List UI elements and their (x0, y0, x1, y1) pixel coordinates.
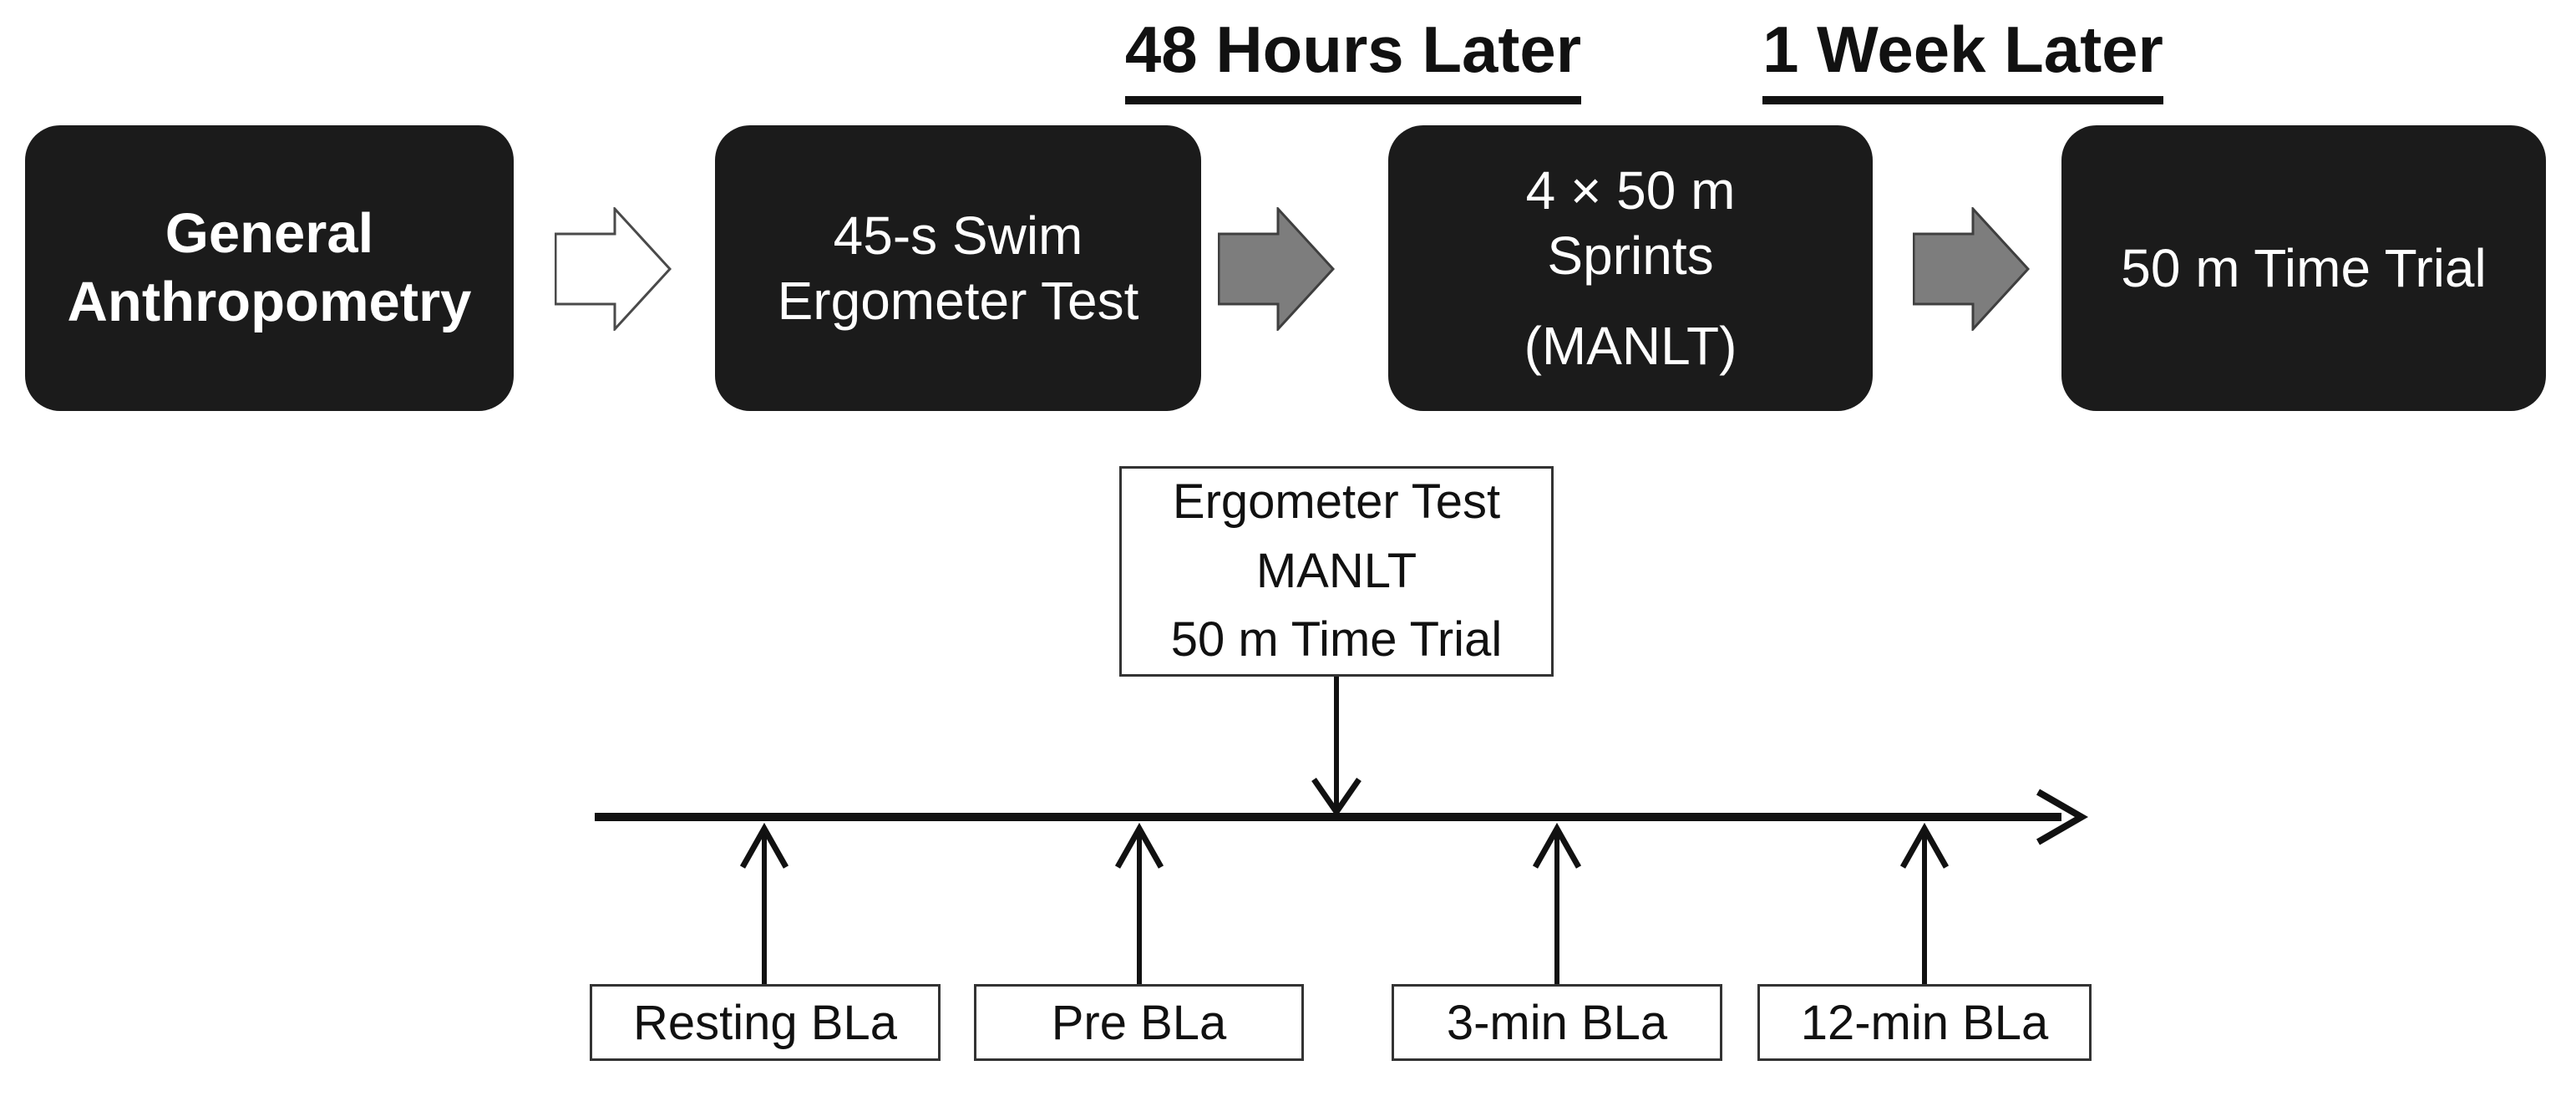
step-line: 4 × 50 m (1525, 160, 1736, 221)
block-arrow-shape (1219, 209, 1333, 329)
note-line: Ergometer Test (1172, 474, 1501, 530)
measurement-note-box: Ergometer Test MANLT 50 m Time Trial (1119, 466, 1554, 677)
step-box-sprints-manlt: 4 × 50 m Sprints (MANLT) (1388, 125, 1873, 411)
sample-label: 3-min BLa (1446, 995, 1668, 1050)
step-line: 50 m Time Trial (2121, 237, 2487, 298)
phase-header-label: 48 Hours Later (1124, 12, 1582, 104)
step-line: (MANLT) (1524, 316, 1737, 377)
block-arrow-outline (1913, 207, 2030, 331)
block-arrow-icon (1913, 207, 2030, 331)
step-line: Anthropometry (67, 271, 472, 333)
step-line: Ergometer Test (777, 271, 1139, 331)
step-line: General (165, 202, 374, 266)
up-arrow-head-icon (1899, 822, 1950, 869)
down-arrow-head-icon (1311, 778, 1362, 818)
block-arrow-outline (1218, 207, 1335, 331)
block-arrow-outline (555, 207, 672, 331)
sample-box-3min-bla: 3-min BLa (1392, 984, 1722, 1061)
sample-box-resting-bla: Resting BLa (590, 984, 941, 1061)
step-box-50m-time-trial: 50 m Time Trial (2061, 125, 2546, 411)
timeline-arrow-head-icon (2036, 789, 2089, 845)
up-arrow-head-icon (1532, 822, 1582, 869)
phase-header-1-week-later: 1 Week Later (1704, 12, 2222, 104)
up-arrow-head-icon (1114, 822, 1164, 869)
note-line: 50 m Time Trial (1170, 612, 1503, 667)
step-line: Sprints (1547, 225, 1714, 286)
sample-box-pre-bla: Pre BLa (974, 984, 1304, 1061)
sample-label: Pre BLa (1051, 995, 1227, 1050)
sample-label: 12-min BLa (1800, 995, 2049, 1050)
block-arrow-icon (555, 207, 672, 331)
sample-label: Resting BLa (633, 995, 897, 1050)
step-box-swim-ergometer-test: 45-s Swim Ergometer Test (715, 125, 1201, 411)
block-arrow-icon (1218, 207, 1335, 331)
phase-header-label: 1 Week Later (1762, 12, 2163, 104)
block-arrow-shape (1914, 209, 2028, 329)
step-box-general-anthropometry: General Anthropometry (25, 125, 514, 411)
phase-header-48-hours-later: 48 Hours Later (1069, 12, 1637, 104)
step-line: 45-s Swim (833, 205, 1083, 266)
block-arrow-shape (555, 209, 670, 329)
note-line: MANLT (1255, 543, 1417, 598)
sample-box-12min-bla: 12-min BLa (1757, 984, 2092, 1061)
up-arrow-head-icon (739, 822, 789, 869)
